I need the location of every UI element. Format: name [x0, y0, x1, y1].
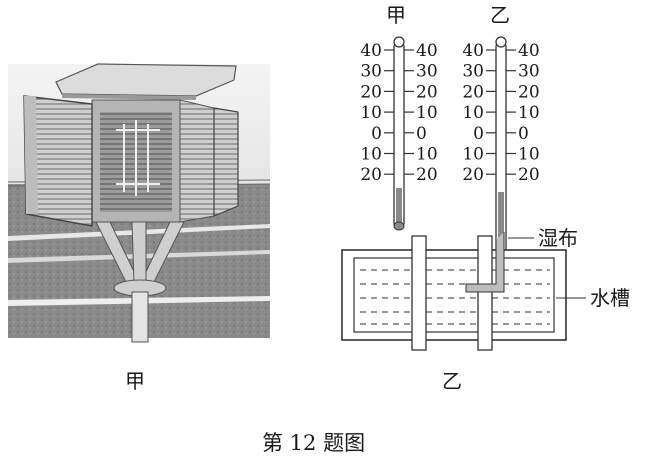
thermometer-b-top	[495, 36, 507, 48]
thermometer-a-liquid	[396, 188, 402, 226]
shelter-stand	[95, 221, 185, 343]
thermometer-a-bulb	[393, 221, 405, 231]
tank-support-left	[411, 235, 427, 351]
scale-label-right: 40	[518, 41, 540, 61]
scale-label-right: 10	[416, 145, 438, 165]
scale-label-right: 20	[518, 82, 540, 102]
water-tank-inner	[353, 257, 555, 333]
scale-label-right: 30	[518, 62, 540, 82]
figure-caption: 第 12 题图	[262, 431, 365, 455]
thermometer-a-title: 甲	[386, 3, 406, 27]
scale-label-left: 0	[371, 124, 382, 144]
wet-cloth	[465, 232, 505, 293]
scale-label-right: 10	[518, 145, 540, 165]
scale-label-left: 40	[462, 41, 484, 61]
roof-edge	[62, 94, 196, 100]
water-tank	[341, 232, 567, 351]
scale-label-right: 20	[416, 165, 438, 185]
scale-label-left: 20	[462, 82, 484, 102]
scale-label-left: 0	[473, 124, 484, 144]
water-tank-label: 水槽	[590, 286, 630, 310]
door-frame	[24, 96, 38, 214]
scale-label-left: 30	[360, 62, 382, 82]
scale-label-left: 20	[360, 82, 382, 102]
scale-label-right: 0	[416, 124, 427, 144]
scale-label-left: 40	[360, 41, 382, 61]
thermometer-b-title: 乙	[490, 3, 510, 27]
scale-label-left: 10	[462, 103, 484, 123]
tank-support-right	[477, 235, 493, 351]
scale-label-left: 30	[462, 62, 484, 82]
open-door-right	[213, 107, 239, 217]
wet-cloth-label: 湿布	[538, 226, 578, 250]
thermometer-a-top	[393, 36, 405, 48]
scale-label-right: 10	[518, 103, 540, 123]
scale-label-right: 20	[416, 82, 438, 102]
scale-label-right: 10	[416, 103, 438, 123]
scale-label-left: 20	[360, 165, 382, 185]
scale-label-left: 10	[462, 145, 484, 165]
scale-label-left: 10	[360, 145, 382, 165]
interior-instruments	[116, 120, 160, 196]
water-surface-lines	[360, 269, 550, 325]
scale-label-right: 40	[416, 41, 438, 61]
photo-label: 甲	[125, 369, 145, 393]
diagram-label: 乙	[442, 369, 462, 393]
scale-label-right: 30	[416, 62, 438, 82]
scale-label-left: 10	[360, 103, 382, 123]
scale-label-left: 20	[462, 165, 484, 185]
scale-label-right: 0	[518, 124, 529, 144]
scale-label-right: 20	[518, 165, 540, 185]
